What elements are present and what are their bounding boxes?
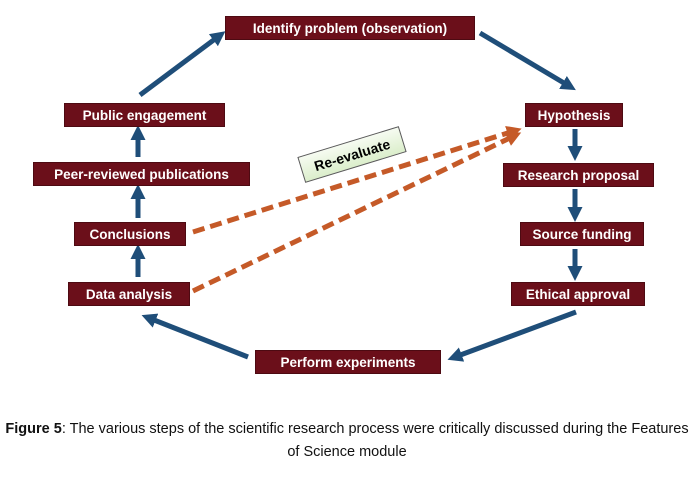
arrow-experiments-to-analysis: [141, 313, 249, 360]
node-public-engagement: Public engagement: [64, 103, 225, 127]
node-peer-reviewed-publications: Peer-reviewed publications: [33, 162, 250, 186]
node-conclusions: Conclusions: [74, 222, 186, 246]
node-data-analysis: Data analysis: [68, 282, 190, 306]
figure-caption: Figure 5: The various steps of the scien…: [0, 418, 694, 464]
arrow-identify-to-hypothesis: [478, 30, 576, 91]
node-ethical-approval: Ethical approval: [511, 282, 645, 306]
arrow-layer: [130, 30, 583, 362]
node-identify-problem: Identify problem (observation): [225, 16, 475, 40]
dashed-arrow-conclusions-to-hypothesis: [192, 125, 522, 235]
caption-text: : The various steps of the scientific re…: [61, 421, 689, 460]
caption-label: Figure 5: [5, 421, 62, 437]
diagram: Identify problem (observation) Hypothesi…: [33, 16, 654, 374]
node-hypothesis: Hypothesis: [525, 103, 623, 127]
node-source-funding: Source funding: [520, 222, 644, 246]
node-perform-experiments: Perform experiments: [255, 350, 441, 374]
node-research-proposal: Research proposal: [503, 163, 654, 187]
dashed-arrow-analysis-to-hypothesis: [191, 132, 522, 294]
arrow-public-to-identify: [138, 31, 226, 98]
arrow-ethical-to-experiments: [447, 309, 577, 362]
